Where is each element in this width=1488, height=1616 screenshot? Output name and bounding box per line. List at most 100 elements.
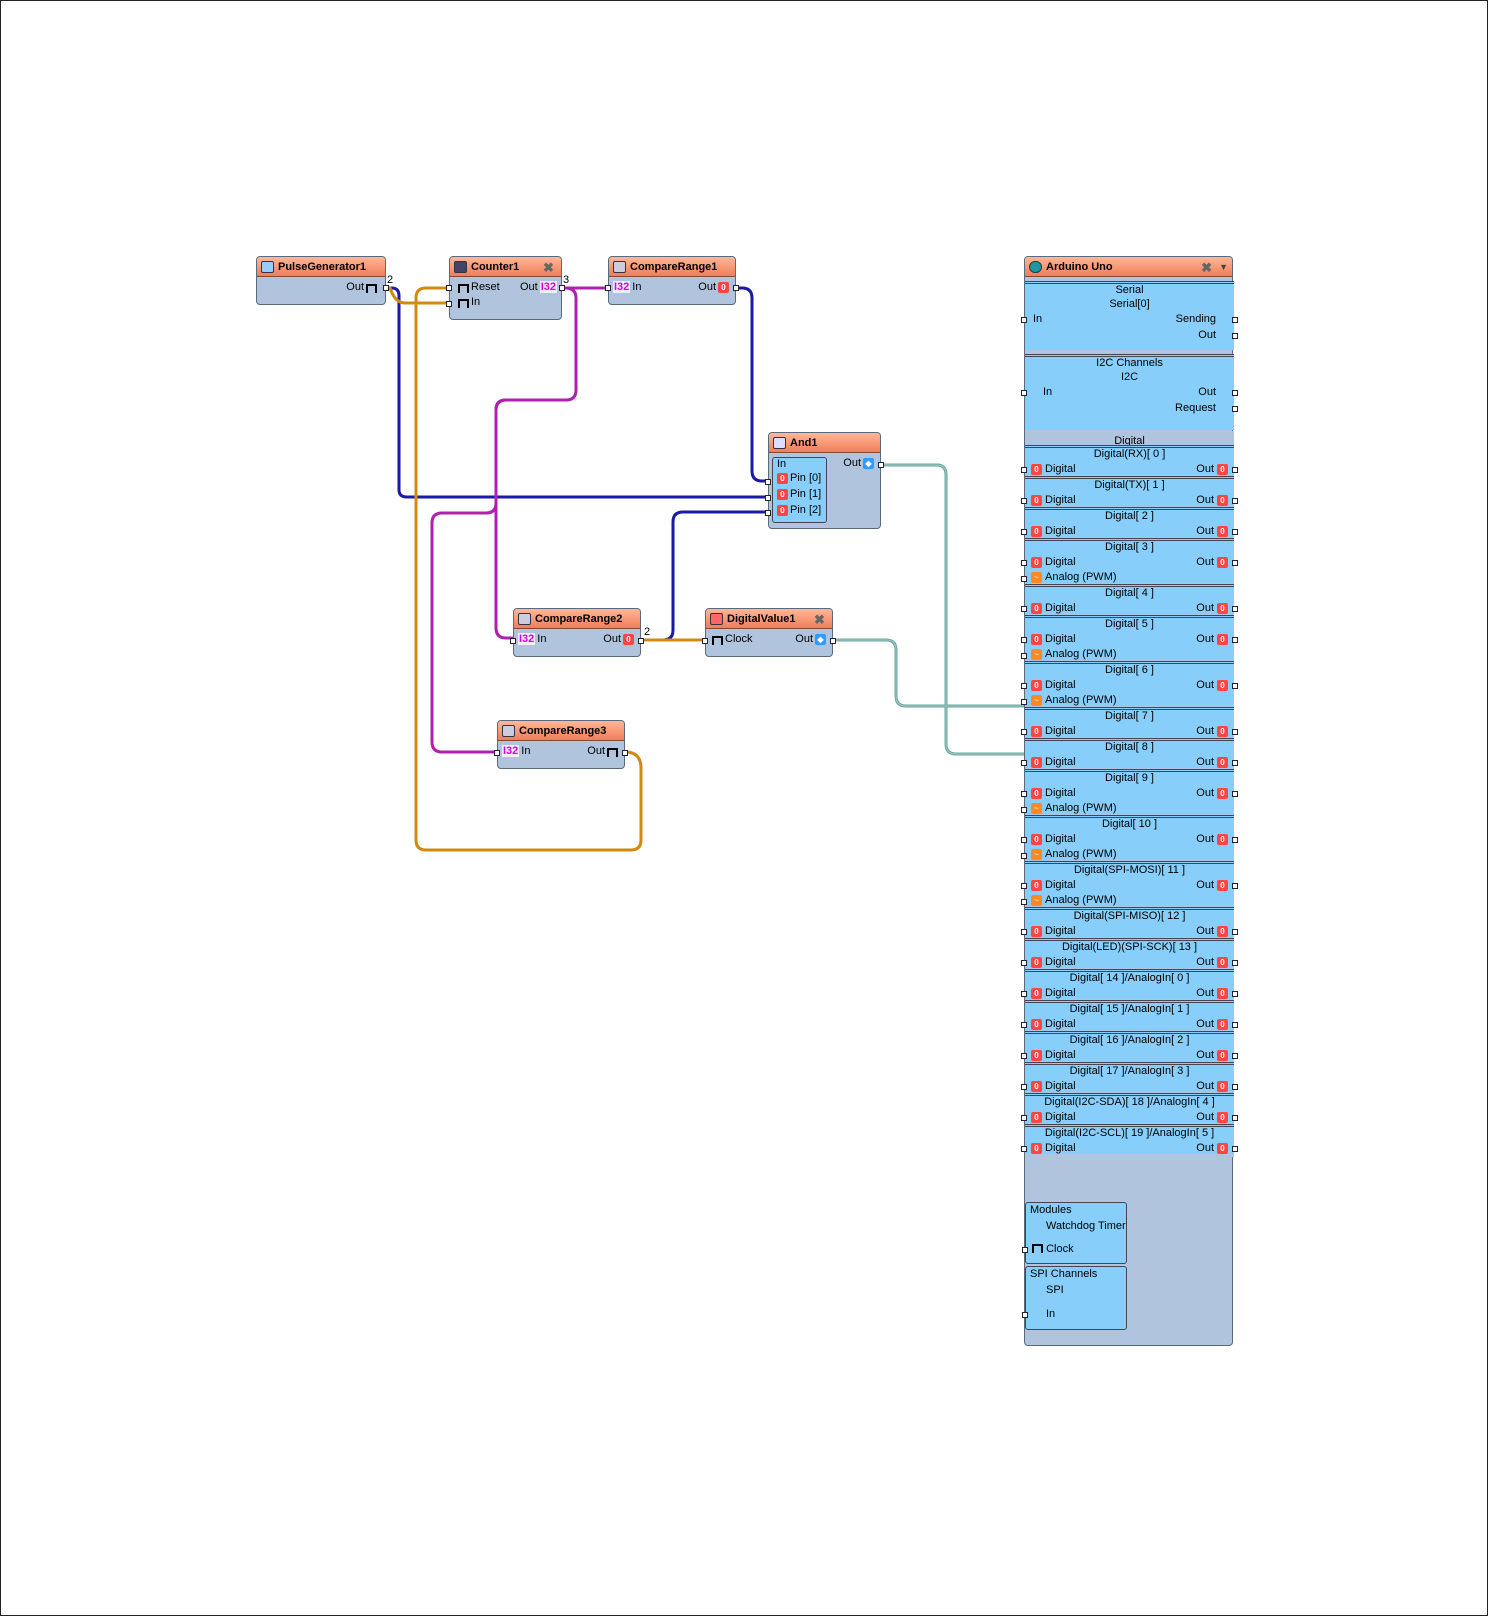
digital-out-pin[interactable] bbox=[1232, 883, 1238, 889]
out-pin[interactable] bbox=[878, 462, 884, 468]
clock-pin[interactable] bbox=[702, 638, 708, 644]
digital-out-pin[interactable] bbox=[1232, 791, 1238, 797]
digital-in-pin[interactable] bbox=[1021, 529, 1027, 535]
in-pin[interactable] bbox=[605, 285, 611, 291]
digital-in-pin[interactable] bbox=[1021, 883, 1027, 889]
digital-out-pin[interactable] bbox=[1232, 960, 1238, 966]
digital-in-pin[interactable] bbox=[1021, 606, 1027, 612]
node-header[interactable]: Arduino Uno▼ bbox=[1025, 257, 1232, 277]
digital-out-pin[interactable] bbox=[1232, 1084, 1238, 1090]
digital-in-pin[interactable] bbox=[1021, 498, 1027, 504]
in-pin[interactable] bbox=[510, 638, 516, 644]
out-pin[interactable] bbox=[383, 285, 389, 291]
digital-out-pin[interactable] bbox=[1232, 1115, 1238, 1121]
digital-out-pin[interactable] bbox=[1232, 529, 1238, 535]
digital-in-pin[interactable] bbox=[1021, 1022, 1027, 1028]
digital-in-pin[interactable] bbox=[1021, 467, 1027, 473]
digital-in-pin[interactable] bbox=[1021, 637, 1027, 643]
out-pin[interactable] bbox=[638, 638, 644, 644]
digital-out-pin[interactable] bbox=[1232, 1022, 1238, 1028]
node-header[interactable]: CompareRange3 bbox=[498, 721, 624, 741]
digital-in-pin[interactable] bbox=[1021, 560, 1027, 566]
node-header[interactable]: CompareRange1 bbox=[609, 257, 735, 277]
digital-out-pin[interactable] bbox=[1232, 683, 1238, 689]
out-pin[interactable] bbox=[830, 638, 836, 644]
pulse-generator-node[interactable]: PulseGenerator1 Out bbox=[256, 256, 389, 305]
node-header[interactable]: And1 bbox=[769, 433, 880, 453]
digital-out-pin[interactable] bbox=[1232, 760, 1238, 766]
out-pin[interactable] bbox=[733, 285, 739, 291]
digital-out-pin[interactable] bbox=[1232, 498, 1238, 504]
wire-digitalvalue-to-digital6[interactable] bbox=[832, 638, 1024, 708]
reset-pin[interactable] bbox=[446, 285, 452, 291]
digital-out-pin[interactable] bbox=[1232, 729, 1238, 735]
i2c-in-pin[interactable] bbox=[1021, 390, 1027, 396]
wire-compare1-to-and-pin0[interactable] bbox=[736, 286, 768, 483]
digital-in-pin[interactable] bbox=[1021, 1053, 1027, 1059]
out-pin[interactable] bbox=[622, 750, 628, 756]
digital-out-pin[interactable] bbox=[1232, 560, 1238, 566]
wire-pulse-to-counter-in[interactable] bbox=[383, 286, 449, 305]
digital-in-pin[interactable] bbox=[1021, 729, 1027, 735]
wire-counter-to-compare2[interactable] bbox=[494, 286, 578, 640]
node-header[interactable]: PulseGenerator1 bbox=[257, 257, 385, 277]
out-pin[interactable] bbox=[559, 285, 565, 291]
chevron-down-icon[interactable]: ▼ bbox=[1219, 261, 1228, 272]
analog-pwm-pin[interactable] bbox=[1021, 576, 1027, 582]
node-header[interactable]: DigitalValue1 bbox=[706, 609, 832, 629]
serial-out-pin[interactable] bbox=[1232, 333, 1238, 339]
digital-in-pin[interactable] bbox=[1021, 760, 1027, 766]
serial-sending-pin[interactable] bbox=[1232, 317, 1238, 323]
pin2-input[interactable] bbox=[765, 510, 771, 516]
digital-in-pin[interactable] bbox=[1021, 991, 1027, 997]
digital-out-pin[interactable] bbox=[1232, 929, 1238, 935]
i2c-request-pin[interactable] bbox=[1232, 406, 1238, 412]
serial-in-pin[interactable] bbox=[1021, 317, 1027, 323]
digital-in-pin[interactable] bbox=[1021, 1146, 1027, 1152]
pin0-input[interactable] bbox=[765, 479, 771, 485]
wire-and-to-digital7[interactable] bbox=[881, 463, 1024, 756]
digital-value-node[interactable]: DigitalValue1 Clock Out◆ bbox=[702, 608, 836, 657]
wire-compare3-to-counter-reset[interactable] bbox=[414, 286, 643, 852]
watchdog-clock-pin[interactable] bbox=[1022, 1247, 1028, 1253]
analog-pwm-pin[interactable] bbox=[1021, 699, 1027, 705]
wire-counter-to-compare3[interactable] bbox=[430, 398, 507, 754]
digital-out-pin[interactable] bbox=[1232, 837, 1238, 843]
pin1-input[interactable] bbox=[765, 495, 771, 501]
in-pin[interactable] bbox=[446, 301, 452, 307]
digital-in-pin[interactable] bbox=[1021, 837, 1027, 843]
digital-in-pin[interactable] bbox=[1021, 960, 1027, 966]
arduino-uno-node[interactable]: Arduino Uno▼ Serial Serial[0] In Sending… bbox=[1021, 256, 1238, 1346]
digital-in-pin[interactable] bbox=[1021, 1115, 1027, 1121]
in-pin[interactable] bbox=[494, 750, 500, 756]
digital-in-pin[interactable] bbox=[1021, 929, 1027, 935]
digital-out-pin[interactable] bbox=[1232, 467, 1238, 473]
wire-pulse-to-and-pin1[interactable] bbox=[383, 286, 768, 499]
analog-pwm-pin[interactable] bbox=[1021, 807, 1027, 813]
digital-out-pin[interactable] bbox=[1232, 1053, 1238, 1059]
digital-in-pin[interactable] bbox=[1021, 683, 1027, 689]
analog-pwm-pin[interactable] bbox=[1021, 899, 1027, 905]
digital-out-pin[interactable] bbox=[1232, 1146, 1238, 1152]
node-header[interactable]: CompareRange2 bbox=[514, 609, 640, 629]
digital-out-pin[interactable] bbox=[1232, 637, 1238, 643]
tools-icon[interactable] bbox=[543, 260, 557, 274]
digital-out-pin[interactable] bbox=[1232, 606, 1238, 612]
node-header[interactable]: Counter1 bbox=[450, 257, 561, 277]
analog-pwm-pin[interactable] bbox=[1021, 653, 1027, 659]
tools-icon[interactable] bbox=[814, 612, 828, 626]
i2c-out-pin[interactable] bbox=[1232, 390, 1238, 396]
digital-out-pin[interactable] bbox=[1232, 991, 1238, 997]
analog-pwm-pin[interactable] bbox=[1021, 853, 1027, 859]
digital-in-pin[interactable] bbox=[1021, 791, 1027, 797]
spi-in-pin[interactable] bbox=[1022, 1312, 1028, 1318]
tools-icon[interactable] bbox=[1201, 260, 1215, 274]
digital-in-pin[interactable] bbox=[1021, 1084, 1027, 1090]
